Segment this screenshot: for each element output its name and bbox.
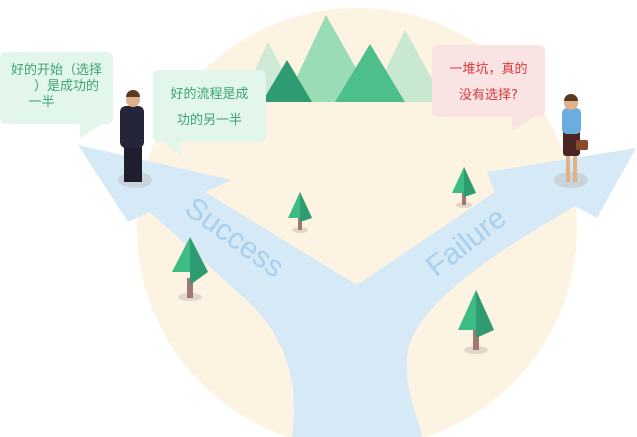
speech-bubble-process: 好的流程是成 功的另一半 — [153, 70, 266, 156]
speech-bubble-failure: 一堆坑，真的 没有选择? — [432, 45, 545, 131]
businesswoman-figure — [554, 94, 588, 188]
tree — [172, 237, 208, 301]
tree — [458, 290, 494, 354]
bubble-text: 好的流程是成 — [170, 87, 249, 102]
bubble-text: ）是成功的 — [33, 79, 99, 94]
businessman-figure — [118, 90, 152, 188]
bubble-text: 一半 — [28, 95, 55, 110]
tree — [452, 167, 476, 208]
road — [78, 145, 636, 437]
bubble-text: 好的开始（选择 — [10, 63, 102, 78]
tree — [288, 192, 312, 233]
bubble-text: 一堆坑，真的 — [449, 62, 528, 77]
bubble-text: 没有选择? — [459, 88, 518, 103]
speech-bubble-start: 好的开始（选择 ）是成功的 一半 — [0, 52, 113, 138]
bubble-text: 功的另一半 — [176, 113, 242, 128]
